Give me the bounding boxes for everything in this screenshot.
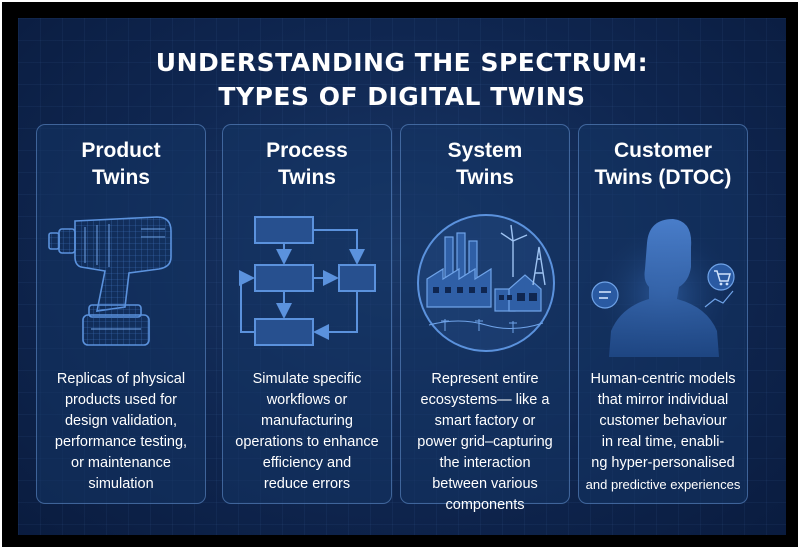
desc-line: and predictive experiences — [585, 477, 741, 492]
desc-line: that mirror individual — [597, 392, 729, 408]
card-description: Simulate specific workflows or manufactu… — [227, 369, 387, 495]
desc-line: operations to enhance — [235, 434, 379, 450]
card-title-line: Twins — [278, 166, 336, 189]
cart-icon — [707, 263, 735, 291]
card-title-line: Twins — [92, 166, 150, 189]
desc-line: workflows or — [266, 392, 348, 408]
desc-line: simulation — [88, 476, 154, 492]
card-description: Human-centric models that mirror individ… — [583, 369, 743, 495]
desc-line: reduce errors — [263, 476, 351, 492]
desc-line: Represent entire — [431, 371, 539, 387]
desc-line: or maintenance — [71, 455, 171, 471]
desc-line: Simulate specific — [252, 371, 362, 387]
desc-line: performance testing, — [54, 434, 188, 450]
desc-line: ng hyper-personalised — [591, 455, 735, 471]
desc-line: design validation, — [64, 413, 178, 429]
card-title: System Twins — [401, 137, 569, 191]
title-line-2: TYPES OF DIGITAL TWINS — [218, 82, 586, 111]
desc-line: between various — [432, 476, 538, 492]
card-title-line: System — [447, 139, 523, 162]
desc-line: customer behaviour — [599, 413, 727, 429]
desc-line: products used for — [64, 392, 178, 408]
card-title: Product Twins — [37, 137, 205, 191]
card-system-twins: System Twins — [400, 124, 570, 513]
card-title-line: Twins — [456, 166, 514, 189]
card-title-line: Process — [266, 139, 348, 162]
desc-line: components — [445, 497, 525, 513]
person-profile-icon — [591, 217, 735, 357]
desc-line: the interaction — [439, 455, 531, 471]
card-description: Represent entire ecosystems— like a smar… — [405, 369, 565, 516]
card-title-line: Twins (DTOC) — [594, 166, 732, 189]
desc-line: efficiency and — [262, 455, 352, 471]
chat-bubble-icon — [591, 281, 619, 309]
power-drill-icon — [48, 216, 172, 346]
card-title: Customer Twins (DTOC) — [579, 137, 747, 191]
desc-line: smart factory or — [434, 413, 536, 429]
desc-line: Human-centric models — [590, 371, 736, 387]
card-title: Process Twins — [223, 137, 391, 191]
desc-line: manufacturing — [261, 413, 353, 429]
card-process-twins: Process Twins — [222, 124, 392, 504]
page-title: UNDERSTANDING THE SPECTRUM: TYPES OF DIG… — [18, 46, 786, 114]
card-description: Replicas of physical products used for d… — [41, 369, 201, 495]
card-customer-twins: Customer Twins (DTOC) — [578, 124, 748, 504]
factory-ecosystem-icon — [417, 214, 555, 352]
infographic-poster: UNDERSTANDING THE SPECTRUM: TYPES OF DIG… — [18, 18, 786, 535]
desc-line: ecosystems— like a — [420, 392, 550, 408]
desc-line: power grid–capturing — [417, 434, 553, 450]
flowchart-icon — [239, 216, 376, 346]
card-title-line: Product — [81, 139, 161, 162]
card-product-twins: Product Twins — [36, 124, 206, 504]
card-title-line: Customer — [613, 139, 713, 162]
title-line-1: UNDERSTANDING THE SPECTRUM: — [155, 48, 649, 77]
desc-line: in real time, enabli- — [601, 434, 725, 450]
desc-line: Replicas of physical — [56, 371, 186, 387]
